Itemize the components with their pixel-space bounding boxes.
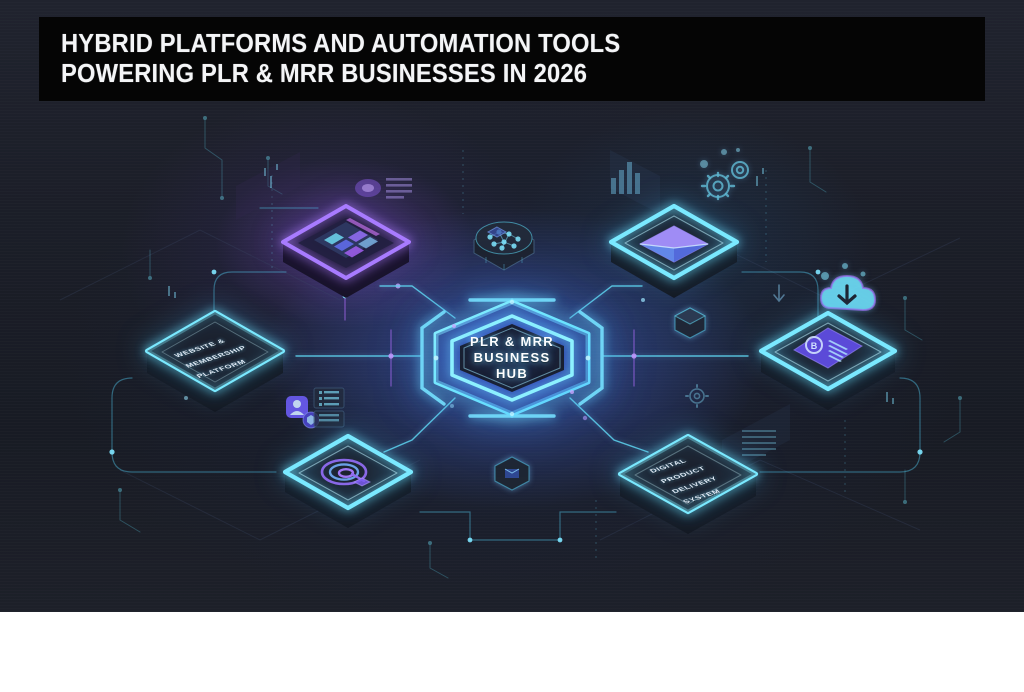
connection-links <box>109 207 923 543</box>
title-line-1: HYBRID PLATFORMS AND AUTOMATION TOOLS <box>61 30 621 58</box>
node-payment-checkout-system[interactable]: B <box>750 298 906 414</box>
gears-icon <box>700 148 749 201</box>
page-footer-whitespace <box>0 612 1024 692</box>
contact-list-icon <box>286 387 345 429</box>
bar-chart-icon <box>611 162 640 194</box>
title-banner: HYBRID PLATFORMS AND AUTOMATION TOOLS PO… <box>39 17 985 101</box>
ai-chip-icon <box>473 221 535 271</box>
cube-icon <box>673 307 707 339</box>
film-strip-icon <box>355 178 412 199</box>
data-lines-icon <box>742 430 776 456</box>
svg-text:B: B <box>811 341 818 351</box>
envelope-icon <box>638 225 710 263</box>
node-dashboard-analytics-platform[interactable] <box>272 192 420 302</box>
title-line-2: POWERING PLR & MRR BUSINESSES IN 2026 <box>61 60 588 88</box>
cloud-download-icon <box>819 263 877 312</box>
cube-icon <box>494 456 530 491</box>
central-hub[interactable]: PLR & MRR BUSINESS HUB <box>392 278 632 438</box>
decorative-icons <box>168 148 894 491</box>
cube-icon <box>486 226 508 238</box>
arrow-down-icon <box>773 284 785 303</box>
node-email-marketing-automation[interactable] <box>600 192 748 302</box>
node-digital-product-delivery-system[interactable]: DIGITAL PRODUCT DELIVERY SYSTEM <box>608 420 768 538</box>
gear-small-icon <box>685 384 709 408</box>
payment-document-icon: B <box>793 327 863 369</box>
node-marketing-automation-funnel[interactable] <box>274 422 422 532</box>
node-website-membership-platform[interactable]: WEBSITE & MEMBERSHIP PLATFORM <box>135 296 295 416</box>
spiral-target-icon <box>320 458 372 487</box>
